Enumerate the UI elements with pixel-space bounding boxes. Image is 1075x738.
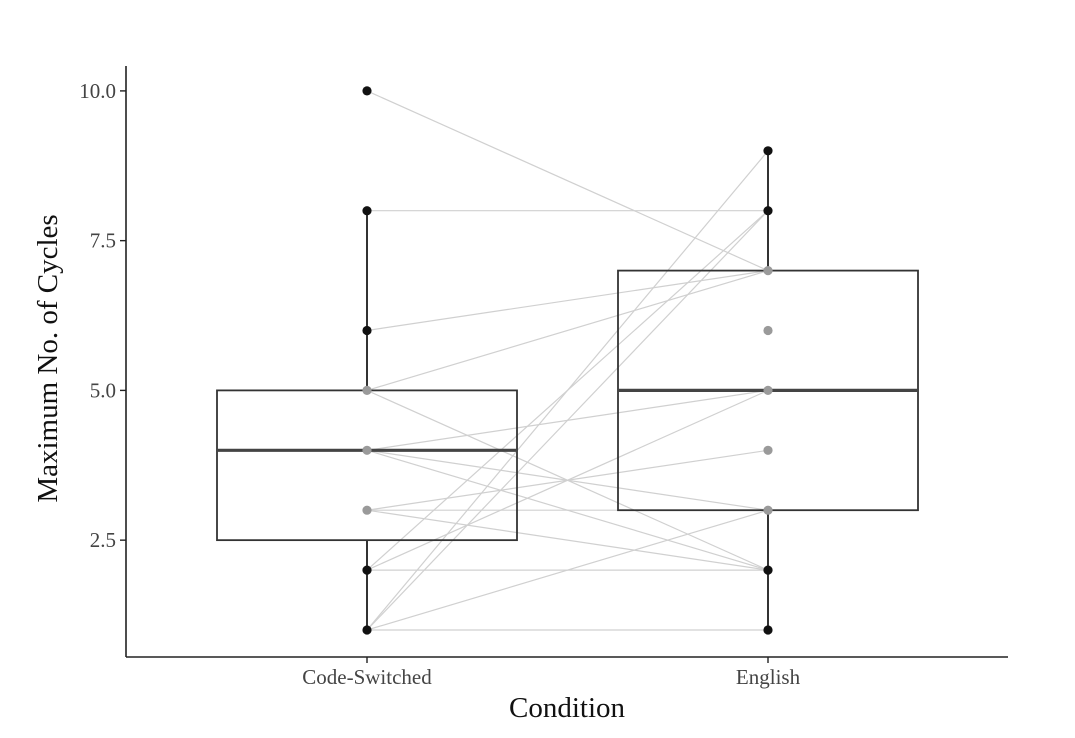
data-point-1-1 bbox=[763, 206, 773, 216]
data-point-1-8 bbox=[763, 625, 773, 635]
x-axis-title: Condition bbox=[509, 692, 626, 724]
y-tick-label-1: 5.0 bbox=[90, 378, 116, 402]
data-point-1-3 bbox=[763, 325, 773, 336]
data-point-0-6 bbox=[362, 565, 372, 575]
paired-line-14 bbox=[366, 210, 769, 631]
paired-line-10 bbox=[366, 509, 769, 571]
data-point-0-5 bbox=[362, 505, 372, 515]
paired-line-2 bbox=[366, 270, 769, 332]
data-point-1-7 bbox=[763, 565, 773, 575]
data-point-0-0 bbox=[362, 86, 372, 96]
data-point-0-7 bbox=[362, 625, 372, 635]
data-point-0-3 bbox=[362, 385, 372, 395]
y-tick-label-3: 10.0 bbox=[79, 79, 116, 103]
axes bbox=[125, 66, 1008, 658]
data-point-1-5 bbox=[763, 445, 773, 455]
y-axis-title: Maximum No. of Cycles bbox=[32, 214, 64, 502]
paired-lines bbox=[366, 90, 769, 631]
paired-line-16 bbox=[366, 509, 769, 631]
box-0 bbox=[216, 389, 518, 542]
data-point-0-4 bbox=[362, 445, 372, 455]
paired-line-0 bbox=[366, 90, 769, 272]
data-point-1-4 bbox=[763, 385, 773, 395]
data-point-0-2 bbox=[362, 325, 372, 336]
x-tick-label-1: English bbox=[736, 665, 801, 689]
data-point-1-6 bbox=[763, 505, 773, 515]
y-tick-label-0: 2.5 bbox=[90, 528, 116, 552]
data-point-0-1 bbox=[362, 206, 372, 216]
paired-line-3 bbox=[366, 270, 769, 391]
data-point-1-2 bbox=[763, 266, 773, 276]
data-points bbox=[362, 86, 773, 635]
data-point-1-0 bbox=[763, 146, 773, 156]
paired-line-15 bbox=[366, 150, 769, 631]
x-tick-label-0: Code-Switched bbox=[302, 665, 432, 689]
y-tick-label-2: 7.5 bbox=[90, 229, 116, 253]
